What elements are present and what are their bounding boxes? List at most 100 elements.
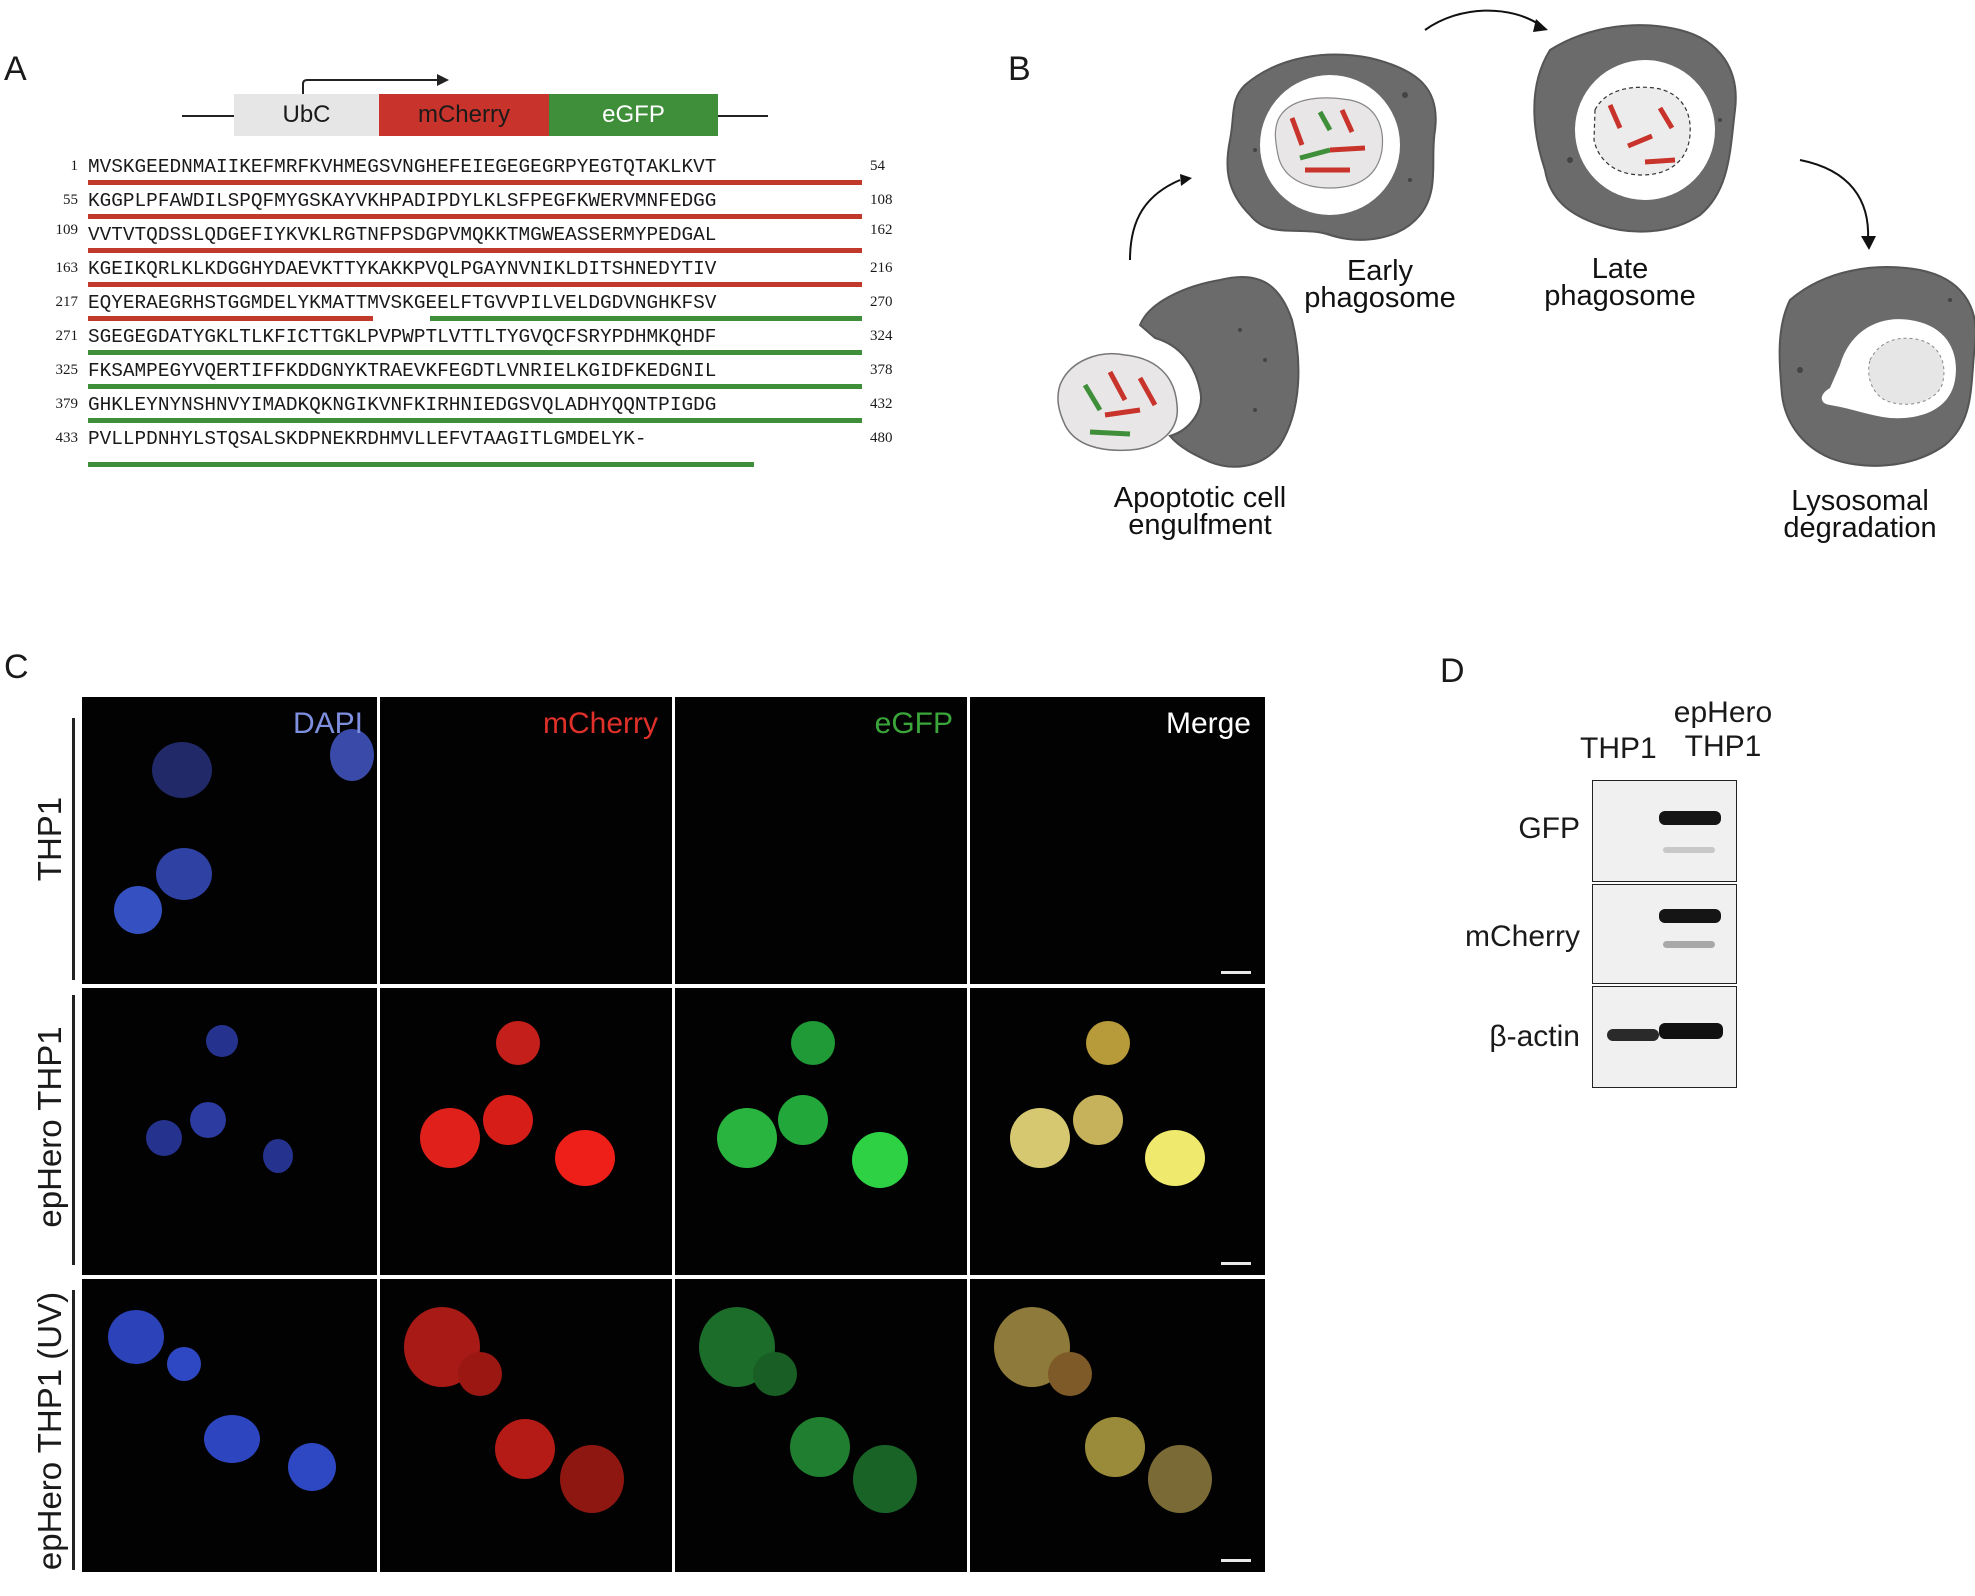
image-ephero-dapi [82,988,377,1275]
blot-mcherry [1592,884,1737,984]
row-divider [72,1290,75,1570]
egfp-underline [430,316,862,321]
sequence-row: 217 EQYERAEGRHSTGGMDELYKMATTMVSKGEELFTGV… [0,292,960,326]
seq-end-8: 432 [870,396,893,412]
label-late-line1: Late [1591,253,1649,285]
seq-text-2: KGGPLPFAWDILSPQFMYGSKAYVKHPADIPDYLKLSFPE… [88,190,717,212]
egfp-underline [88,462,754,467]
image-uv-dapi [82,1279,377,1572]
seq-start-1: 1 [70,158,79,174]
seq-start-2: 55 [63,192,78,208]
seq-text-1: MVSKGEEDNMAIIKEFMRFKVHMEGSVNGHEFEIEGEGEG… [88,156,717,178]
panel-a-letter: A [4,50,27,88]
image-ephero-merge [970,988,1265,1275]
label-early-line2: phagosome [1304,282,1456,314]
row-divider [72,995,75,1265]
egfp-box: eGFP [549,94,718,136]
seq-text-5: EQYERAEGRHSTGGMDELYKMATTMVSKGEELFTGVVPIL… [88,292,717,314]
cells-image [404,1307,624,1513]
engulfing-macrophage [1138,275,1300,468]
channel-label-merge: Merge [1165,707,1251,740]
seq-text-4: KGEIKQRLKLKDGGHYDAEVKTTYKAKKPVQLPGAYNVNI… [88,258,717,280]
seq-end-6: 324 [870,328,893,344]
mcherry-underline [88,180,862,185]
sequence-row: 163 KGEIKQRLKLKDGGHYDAEVKTTYKAKKPVQLPGAY… [0,258,960,292]
ubc-label: UbC [282,101,331,128]
lysosomal-cell [1778,266,1975,467]
label-engulfment: Apoptotic cell engulfment [1085,482,1315,541]
panel-b-letter: B [1008,50,1031,88]
sequence-row: 325 FKSAMPEGYVQERTIFFKDDGNYKTRAEVKFEGDTL… [0,360,960,394]
panel-d-letter: D [1440,652,1465,690]
sequence-row: 55 KGGPLPFAWDILSPQFMYGSKAYVKHPADIPDYLKLS… [0,190,960,224]
seq-start-9: 433 [55,430,79,446]
image-thp1-dapi: DAPI [82,697,377,984]
cells-image [420,1021,615,1186]
sequence-row: 109 VVTVTQDSSLQDGEFIYKVKLRGTNFPSDGPVMQKK… [0,222,960,258]
mcherry-underline [88,282,862,287]
blot-label-beta-actin: β-actin [1489,1020,1580,1053]
label-engulfment-line1: Apoptotic cell [1113,482,1287,514]
sequence-row: 271 SGEGEGDATYGKLTLKFICTTGKLPVPWPTLVTTLT… [0,326,960,360]
seq-text-9: PVLLPDNHYLSTQSALSKDPNEKRDHMVLLEFVTAAGITL… [88,428,647,450]
label-early-phagosome: Early phagosome [1270,257,1490,314]
channel-label-dapi: DAPI [292,707,363,740]
seq-start-3: 109 [55,222,79,238]
cells-image [717,1021,908,1188]
arrow-icon [1861,236,1876,250]
image-uv-egfp [675,1279,967,1572]
mcherry-underline [88,248,862,253]
panel-c-letter: C [4,648,29,686]
scale-bar [1221,971,1251,974]
blot-band [1607,1029,1659,1041]
label-late-line2: phagosome [1544,280,1696,312]
cells-image [1010,1021,1205,1186]
seq-text-6: SGEGEGDATYGKLTLKFICTTGKLPVPWPTLVTTLTYGVQ… [88,326,717,348]
row-label-ephero-thp1-uv: epHero THP1 (UV) [31,1291,68,1571]
image-uv-merge [970,1279,1265,1572]
blot-gfp [1592,780,1737,882]
mcherry-underline [88,316,373,321]
seq-text-7: FKSAMPEGYVQERTIFFKDDGNYKTRAEVKFEGDTLVNRI… [88,360,717,382]
blot-band [1659,1023,1723,1039]
early-phagosome-cell [1226,53,1437,241]
row-label-thp1: THP1 [31,796,68,882]
row-label-ephero-thp1: epHero THP1 [31,1026,68,1228]
blot-label-mcherry: mCherry [1464,920,1580,953]
image-uv-mcherry [380,1279,672,1572]
late-phagosome-cell [1533,24,1737,233]
row-divider [72,718,75,980]
seq-end-1: 54 [870,158,885,174]
seq-end-2: 108 [870,192,893,208]
channel-label-mcherry: mCherry [542,707,658,740]
label-engulfment-line2: engulfment [1128,509,1272,541]
label-lysosomal-line1: Lysosomal [1791,485,1929,517]
seq-start-4: 163 [55,260,79,276]
nuclei-image [108,1310,336,1491]
blot-col-ephero-line1: epHero [1673,696,1773,729]
scale-bar [1221,1262,1251,1265]
channel-label-egfp: eGFP [874,707,953,740]
mcherry-box: mCherry [379,94,549,136]
cells-image [994,1307,1212,1513]
seq-end-7: 378 [870,362,893,378]
seq-text-8: GHKLEYNYNSHNVYIMADKQKNGIKVNFKIRHNIEDGSVQ… [88,394,717,416]
seq-start-6: 271 [55,328,79,344]
blot-band [1663,847,1715,853]
seq-end-3: 162 [870,222,893,238]
blot-col-ephero-thp1: epHero THP1 [1668,696,1778,764]
blot-label-gfp: GFP [1518,812,1580,845]
seq-text-3: VVTVTQDSSLQDGEFIYKVKLRGTNFPSDGPVMQKKTMGW… [88,224,717,246]
blot-band [1659,909,1721,923]
apoptotic-cell [1057,353,1178,452]
cells-image [699,1307,917,1513]
egfp-underline [88,384,862,389]
blot-band [1659,811,1721,825]
nuclei-image [146,1025,293,1173]
image-thp1-merge: Merge [970,697,1265,984]
sequence-block: 1 MVSKGEEDNMAIIKEFMRFKVHMEGSVNGHEFEIEGEG… [0,156,960,476]
blot-beta-actin [1592,986,1737,1088]
sequence-row: 1 MVSKGEEDNMAIIKEFMRFKVHMEGSVNGHEFEIEGEG… [0,156,960,190]
label-lysosomal-line2: degradation [1783,512,1937,544]
nuclei-image [114,729,374,934]
